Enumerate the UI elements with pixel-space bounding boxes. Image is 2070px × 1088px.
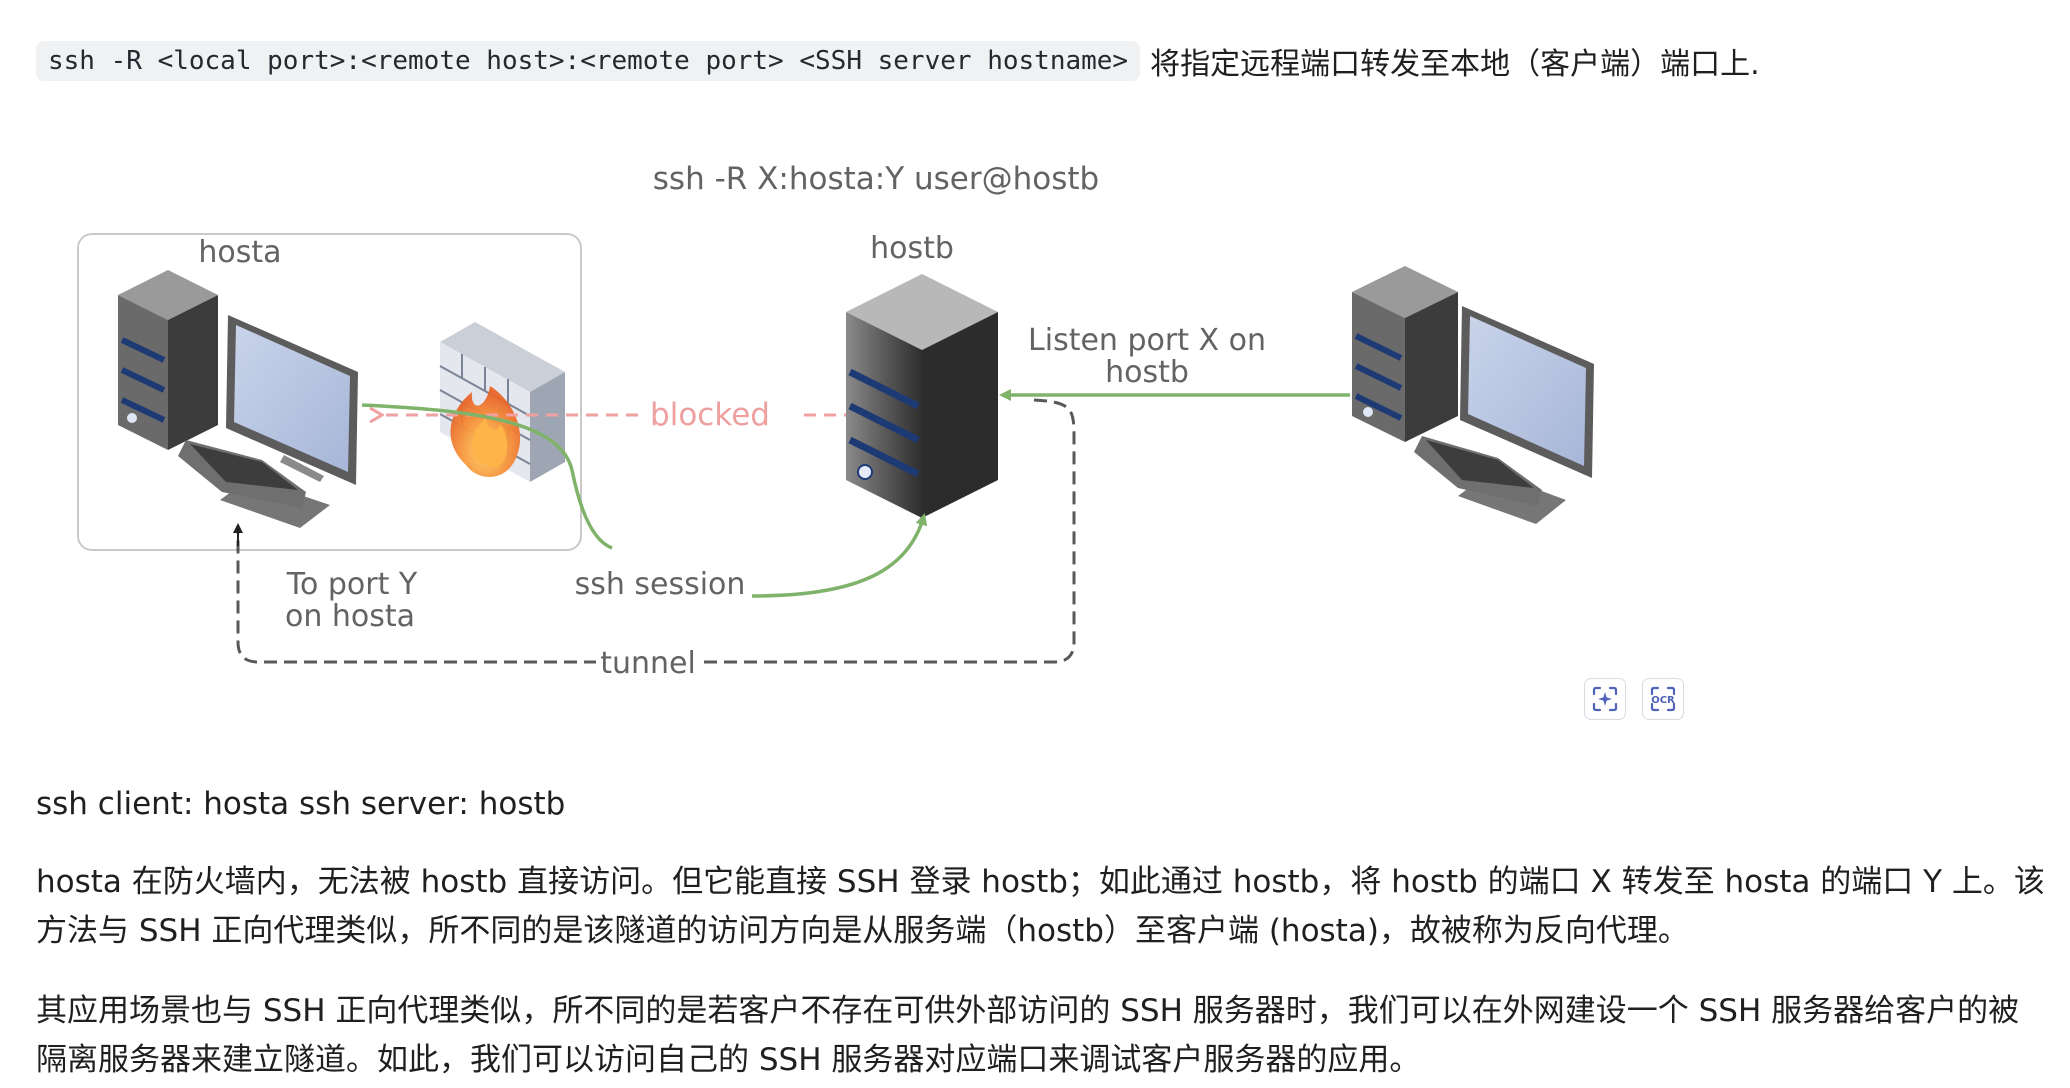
hostb-server-icon (846, 274, 998, 518)
to-port-label-line2: on hosta (285, 599, 415, 634)
ssh-session-label: ssh session (575, 567, 746, 602)
ocr-button[interactable]: OCR (1642, 678, 1684, 720)
intro-line: ssh -R <local port>:<remote host>:<remot… (36, 38, 1760, 84)
diagram-command-label: ssh -R X:hosta:Y user@hostb (653, 161, 1099, 197)
ssh-remote-command-code: ssh -R <local port>:<remote host>:<remot… (36, 41, 1141, 81)
ai-scan-button[interactable] (1584, 678, 1626, 720)
to-port-label-line1: To port Y (286, 567, 418, 602)
client-server-summary: ssh client: hosta ssh server: hostb (36, 786, 566, 822)
use-case-paragraph: 其应用场景也与 SSH 正向代理类似，所不同的是若客户不存在可供外部访问的 SS… (36, 993, 2020, 1078)
ssh-session-curve (361, 403, 613, 550)
listen-port-label-line1: Listen port X on (1028, 323, 1266, 358)
ocr-icon: OCR (1650, 686, 1676, 712)
ssh-session-arrow (751, 513, 928, 598)
intro-description: 将指定远程端口转发至本地（客户端）端口上. (1150, 47, 1760, 82)
hosta-boundary-box (77, 233, 582, 551)
reverse-proxy-explanation: hosta 在防火墙内，无法被 hostb 直接访问。但它能直接 SSH 登录 … (36, 864, 2045, 949)
blocked-label: blocked (650, 397, 770, 433)
ocr-icon-text: OCR (1651, 695, 1675, 706)
listen-port-label-line2: hostb (1105, 355, 1189, 390)
scan-ai-icon (1592, 686, 1618, 712)
hostb-label: hostb (870, 231, 954, 266)
tunnel-label: tunnel (600, 646, 696, 681)
firewall-icon (439, 322, 565, 482)
hosta-label: hosta (198, 235, 281, 270)
tunnel-path (236, 398, 1076, 664)
ssh-reverse-tunnel-diagram: ssh -R X:hosta:Y user@hostb hosta hostb (77, 161, 1594, 682)
hosta-computer-icon (118, 270, 358, 528)
external-computer-icon (1352, 266, 1594, 524)
